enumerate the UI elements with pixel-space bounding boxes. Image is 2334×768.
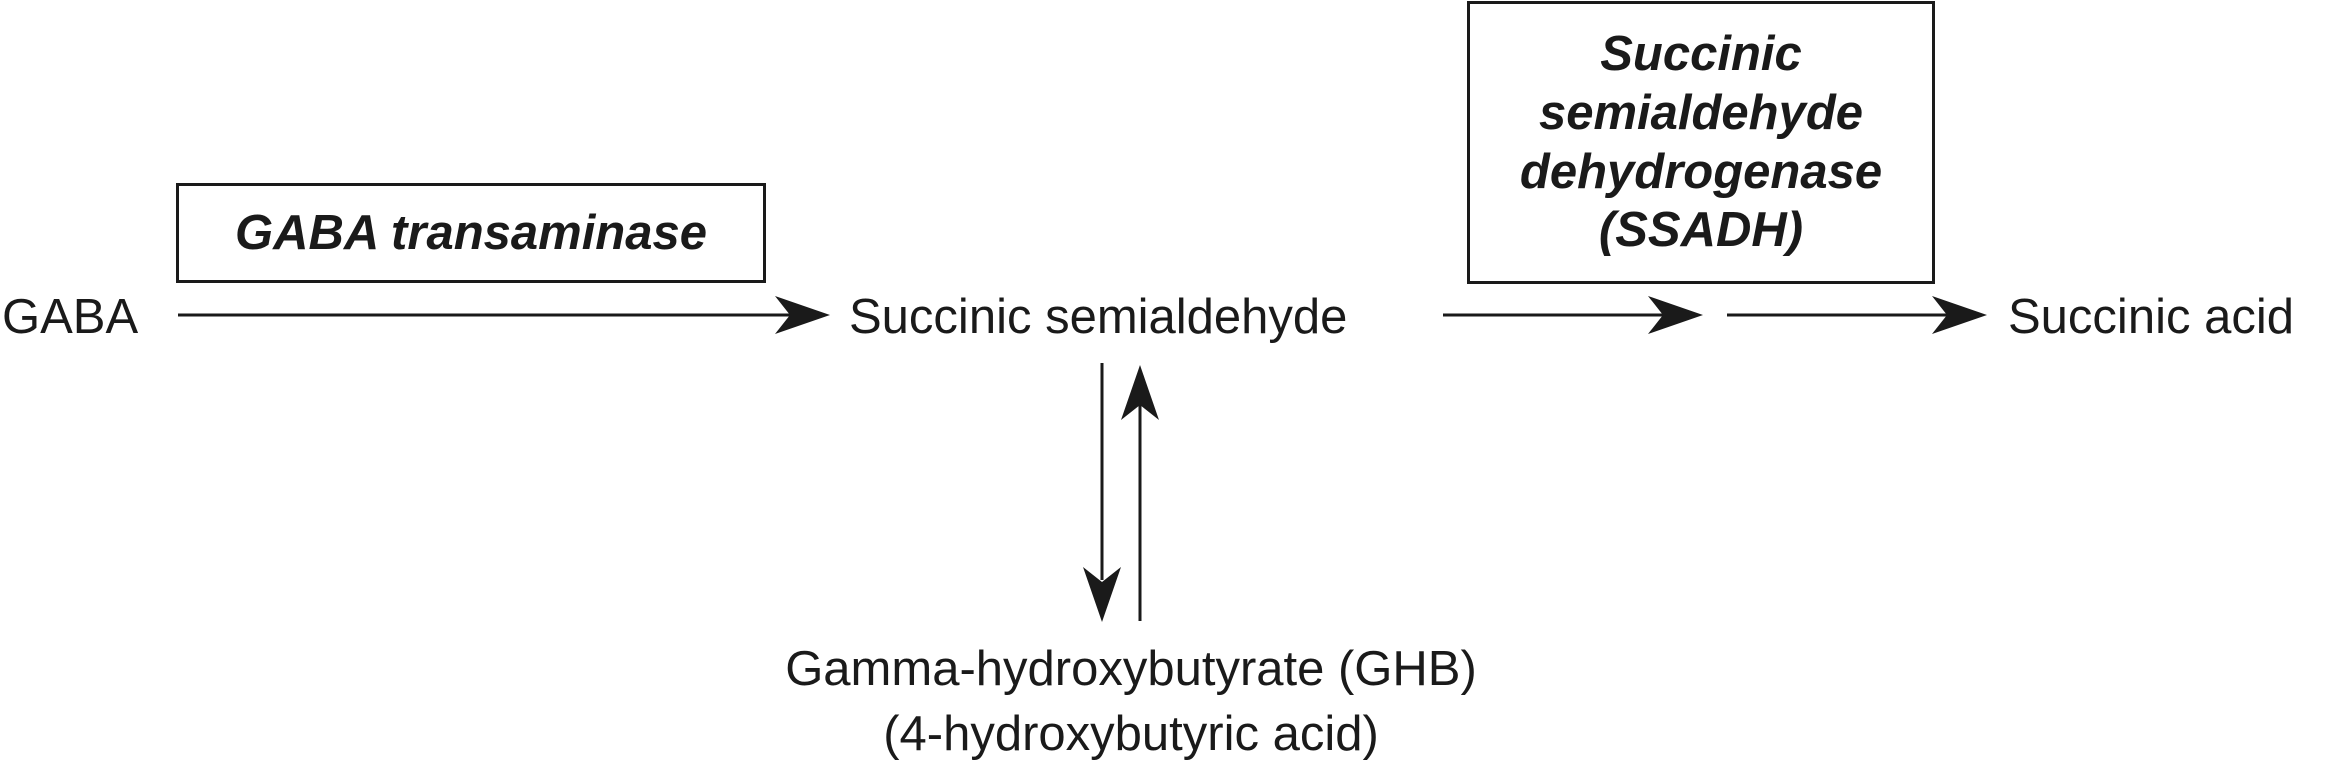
metabolite-ghb: Gamma-hydroxybutyrate (GHB) xyxy=(785,642,1477,696)
enzyme-ssadh-line: semialdehyde xyxy=(1538,85,1864,140)
arrow-ghb-to-ssa-head xyxy=(1121,365,1159,420)
metabolite-gaba: GABA xyxy=(2,290,139,344)
arrow-ssa-to-ssadh-head xyxy=(1648,296,1703,334)
arrow-ssadh-to-succinic-head xyxy=(1932,296,1987,334)
metabolite-succinic-acid: Succinic acid xyxy=(2008,290,2294,344)
enzyme-ssadh-line: dehydrogenase xyxy=(1519,144,1883,199)
enzyme-ssadh-abbreviation: (SSADH) xyxy=(1598,203,1804,258)
arrow-ssa-to-ghb-head xyxy=(1083,567,1121,622)
enzyme-box-gaba-transaminase: GABA transaminase xyxy=(176,183,766,283)
metabolite-succinic-semialdehyde: Succinic semialdehyde xyxy=(849,290,1348,344)
enzyme-gaba-transaminase-label: GABA transaminase xyxy=(234,205,707,260)
enzyme-box-ssadh: Succinic semialdehyde dehydrogenase (SSA… xyxy=(1467,1,1935,284)
metabolite-ghb-alt-name: (4-hydroxybutyric acid) xyxy=(883,707,1379,761)
enzyme-ssadh-line: Succinic xyxy=(1600,26,1802,81)
arrow-gaba-to-ssa-head xyxy=(775,296,830,334)
